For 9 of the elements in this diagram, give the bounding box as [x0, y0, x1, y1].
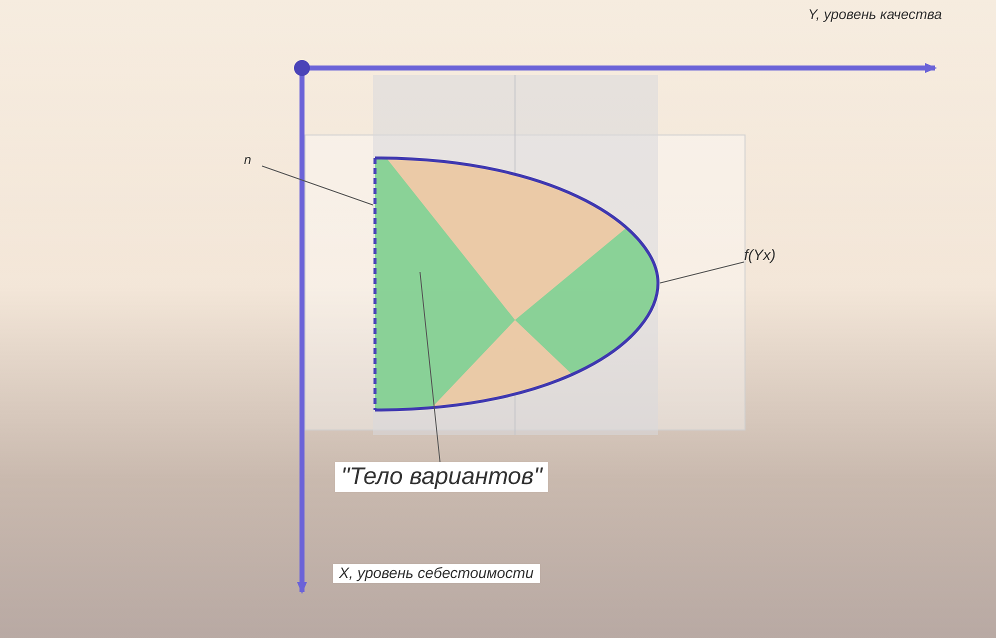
leader-line — [420, 272, 440, 462]
callout-text: n — [244, 152, 252, 167]
axis-label: X, уровень себестоимости — [333, 564, 540, 583]
leader-line — [660, 262, 744, 284]
callout-text: f(Yx) — [744, 247, 776, 264]
dashed-boundary-line — [374, 158, 376, 410]
axis-label: Y, уровень качества — [808, 6, 942, 22]
leader-line — [262, 166, 374, 206]
callout-text: "Тело вариантов" — [335, 462, 548, 492]
